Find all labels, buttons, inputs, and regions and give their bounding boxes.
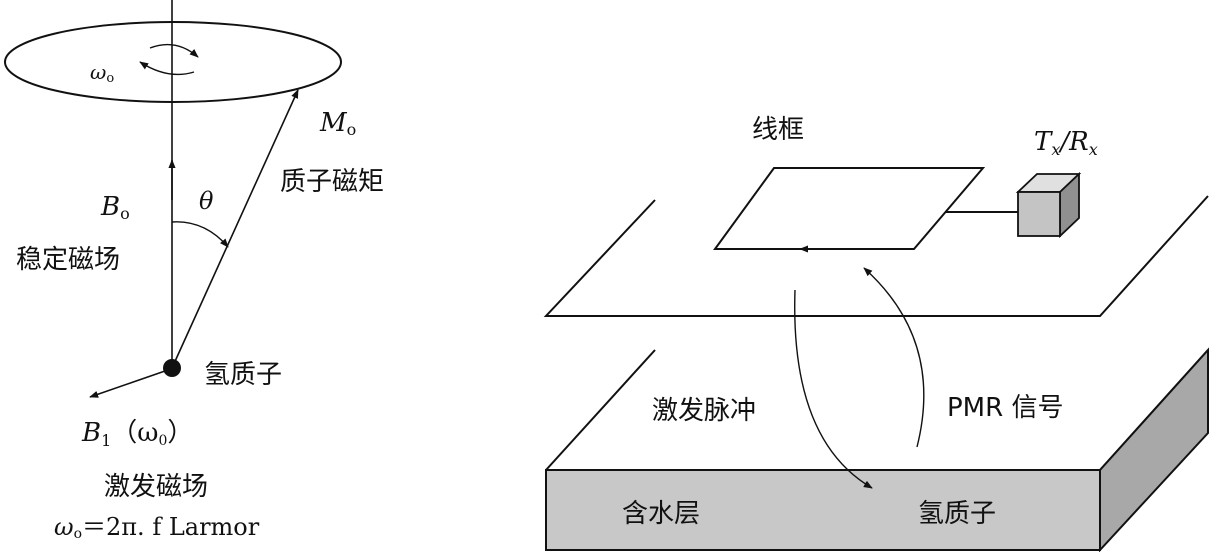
rotation-arrow-upper bbox=[149, 43, 199, 58]
excitation-symbol: B1（ω00） bbox=[81, 418, 193, 450]
txrx-instrument-box bbox=[1015, 171, 1082, 239]
field-symbol: Bo bbox=[100, 192, 130, 223]
ground-plane-left-edge bbox=[543, 195, 1209, 317]
excitation-field-vector bbox=[89, 370, 166, 398]
proton-label-right: 氢质子 bbox=[918, 499, 996, 529]
larmor-precession-figure: ωo Mo 质子磁矩 θ Bo 稳定磁场 氢质子 B1（ω00） 激发磁场 ωo… bbox=[4, 0, 384, 542]
aquifer-label: 含水层 bbox=[622, 499, 700, 529]
mrs-survey-figure: 线框 Tx/Rx 激发脉冲 PMR 信号 含水层 氢质子 bbox=[543, 115, 1209, 552]
moment-symbol: Mo bbox=[319, 108, 356, 139]
field-name: 稳定磁场 bbox=[16, 245, 120, 275]
moment-name: 质子磁矩 bbox=[280, 167, 384, 197]
txrx-label: Tx/Rx bbox=[1034, 127, 1098, 159]
proton-label-left: 氢质子 bbox=[204, 360, 282, 390]
moment-vector bbox=[171, 89, 299, 369]
pmr-signal-label: PMR 信号 bbox=[947, 393, 1063, 423]
theta-arc bbox=[171, 221, 229, 248]
excitation-pulse-label: 激发脉冲 bbox=[652, 396, 756, 426]
coil-frame bbox=[713, 167, 986, 250]
pmr-signal-arrow bbox=[863, 267, 925, 448]
coil-label: 线框 bbox=[752, 115, 804, 145]
excitation-name: 激发磁场 bbox=[104, 472, 208, 502]
precession-ellipse bbox=[4, 21, 342, 103]
rotation-arrow-lower bbox=[139, 61, 195, 76]
theta-label: θ bbox=[199, 187, 214, 215]
hydrogen-proton-dot bbox=[163, 359, 181, 377]
excitation-pulse-arrow bbox=[794, 289, 873, 489]
larmor-equation: ωo＝2π. f Larmor bbox=[54, 513, 260, 542]
omega-label: ωo bbox=[90, 60, 114, 86]
aquifer-layer bbox=[545, 347, 1209, 552]
